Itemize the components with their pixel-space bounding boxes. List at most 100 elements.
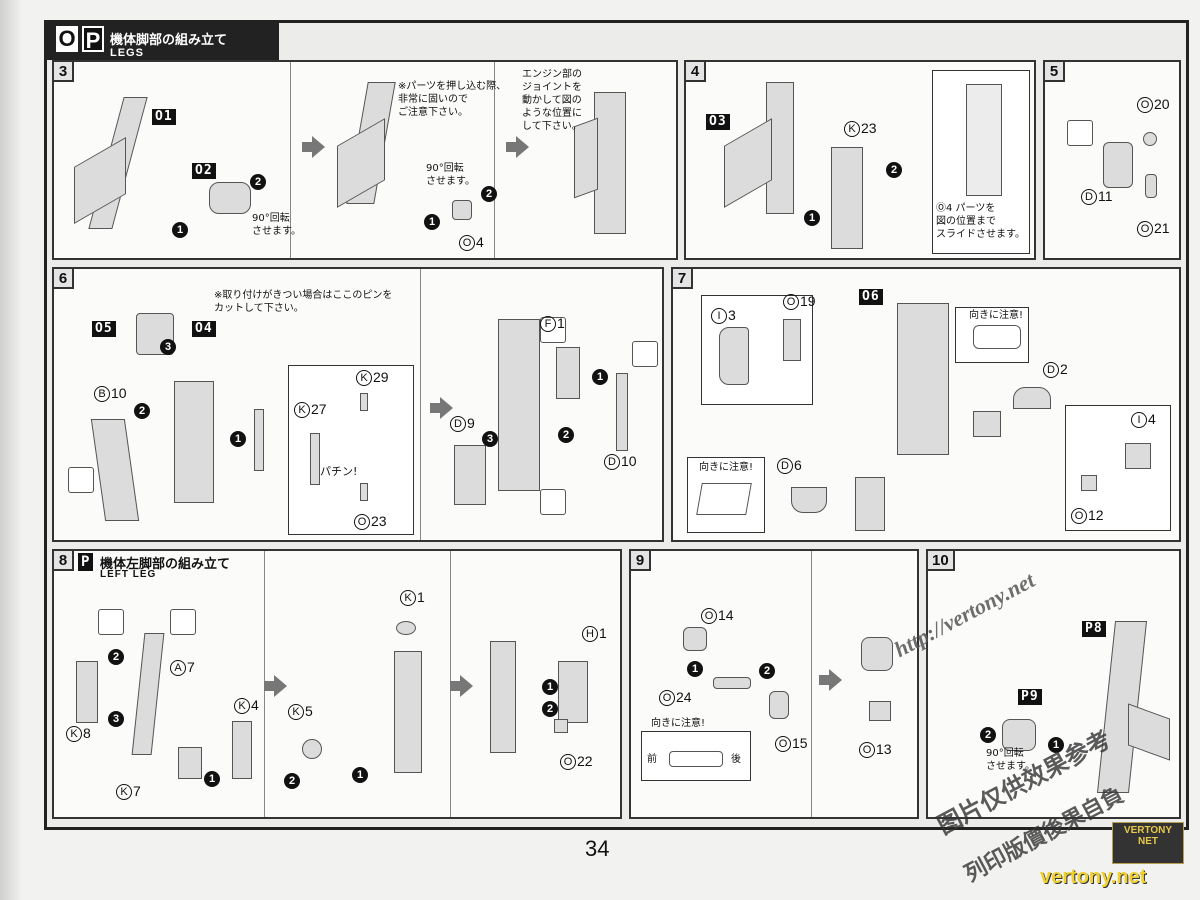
step-marker-2: 2 <box>108 649 124 665</box>
flow-arrow <box>264 681 274 691</box>
cut-icon <box>1067 120 1093 146</box>
step-number: 3 <box>54 62 74 82</box>
part-o22-shape <box>554 719 568 733</box>
step-8-subtitle: LEFT LEG <box>100 569 157 580</box>
part-d10-shape <box>616 373 628 451</box>
divider <box>494 62 495 258</box>
note-snap: パチン! <box>320 465 358 478</box>
part-label-p9: P9 <box>1018 689 1042 705</box>
leg-body-shape <box>174 381 214 503</box>
divider <box>811 551 812 817</box>
step-marker-3: 3 <box>108 711 124 727</box>
step-marker-1: 1 <box>804 210 820 226</box>
step-marker-2: 2 <box>558 427 574 443</box>
part-d9-shape <box>454 445 486 505</box>
note-orientation: 向きに注意! <box>699 462 754 473</box>
part-orientation-shape <box>973 325 1021 349</box>
step-marker-2: 2 <box>134 403 150 419</box>
flow-arrow <box>450 681 460 691</box>
step-marker-3: 3 <box>160 339 176 355</box>
part-b10-shape <box>90 419 140 521</box>
part-o19-shape <box>783 319 801 361</box>
part-label-o1: O1 <box>152 109 176 125</box>
step-marker-1: 1 <box>424 214 440 230</box>
step-marker-1: 1 <box>1048 737 1064 753</box>
step-number: 5 <box>1045 62 1065 82</box>
leg-body-shape <box>498 319 540 491</box>
part-i4-shape <box>1125 443 1151 469</box>
leg-fin-shape <box>1128 703 1170 761</box>
step-8-title: 機体左脚部の組み立て <box>100 556 231 571</box>
part-f1-shape <box>556 347 580 399</box>
page-binding <box>0 0 22 900</box>
cut-icon <box>170 609 196 635</box>
part-k1-shape <box>396 621 416 635</box>
part-label-o5: O5 <box>92 321 116 337</box>
step-10-panel: 10 P8 P9 90°回転 させます。 2 1 <box>926 549 1181 819</box>
slide-part-shape <box>831 147 863 249</box>
note-cut-pin: ※取り付けがきつい場合はここのピンを カットして下さい。 <box>214 290 393 314</box>
step-number: 7 <box>673 269 693 289</box>
leg-body-shape <box>897 303 949 455</box>
detail-part-shape <box>966 84 1002 196</box>
part-i3-shape <box>719 327 749 385</box>
note-orientation: 向きに注意! <box>969 310 1024 321</box>
step-marker-2: 2 <box>886 162 902 178</box>
part-k8-shape <box>76 661 98 723</box>
part-d2-shape <box>1013 387 1051 409</box>
step-marker-2: 2 <box>284 773 300 789</box>
step-number: 4 <box>686 62 706 82</box>
flow-arrow <box>829 669 842 691</box>
engine-part-shape <box>594 92 626 234</box>
part-k27-shape <box>310 433 320 485</box>
leg-cover-shape <box>855 477 885 531</box>
note-slide-o4: Ⓞ4 パーツを 図の位置まで スライドさせます。 <box>936 203 1025 240</box>
section-letter-p: P <box>82 26 104 53</box>
note-rotate-90: 90°回転 させます。 <box>426 163 475 187</box>
page-number: 34 <box>585 836 610 861</box>
small-part-shape <box>452 200 472 220</box>
step-marker-1: 1 <box>592 369 608 385</box>
part-label-o6: O6 <box>859 289 883 305</box>
part-d6-shape <box>791 487 827 513</box>
step-marker-1: 1 <box>172 222 188 238</box>
part-label-o4: O4 <box>192 321 216 337</box>
part-o24-shape <box>713 677 751 689</box>
step-marker-1: 1 <box>230 431 246 447</box>
detail-inset <box>288 365 414 535</box>
cut-icon <box>68 467 94 493</box>
section-header: O P 機体脚部の組み立て LEGS <box>44 20 279 60</box>
flow-arrow <box>506 142 516 152</box>
leg-body-shape <box>394 651 422 773</box>
note-rotate-90: 90°回転 させます。 <box>252 213 301 237</box>
step-marker-3: 3 <box>482 431 498 447</box>
step-marker-2: 2 <box>759 663 775 679</box>
step-marker-2: 2 <box>542 701 558 717</box>
label-front: 前 <box>647 754 657 765</box>
section-subtitle: LEGS <box>110 47 144 59</box>
part-k29-shape <box>360 393 368 411</box>
part-k7-shape <box>178 747 202 779</box>
